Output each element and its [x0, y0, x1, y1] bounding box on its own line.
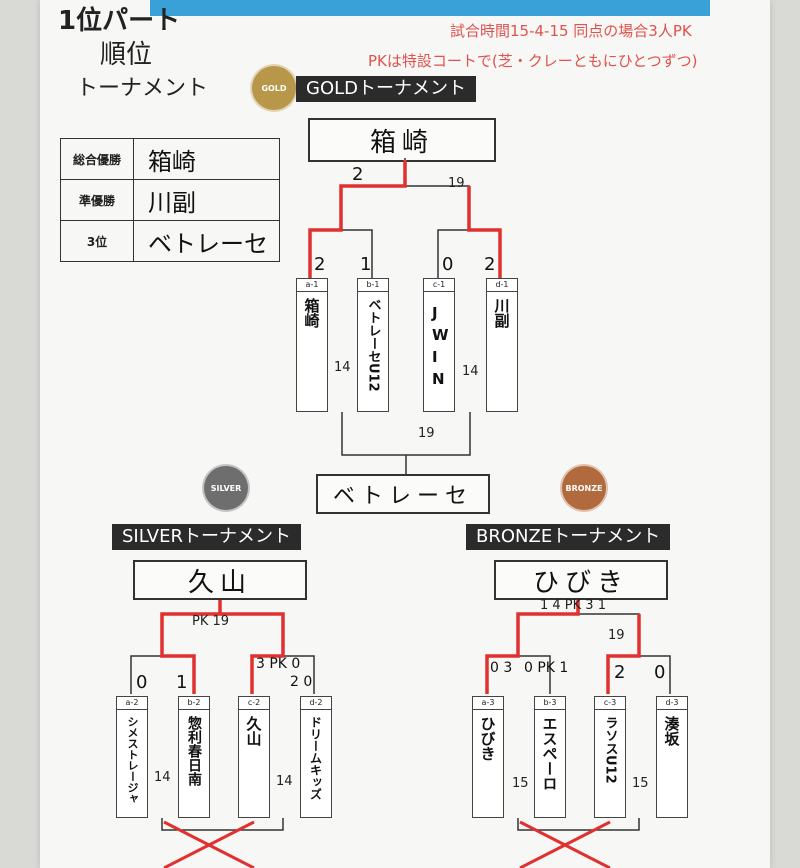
silver-tournament-title: SILVERトーナメント — [112, 524, 301, 550]
team-score: 1 — [360, 254, 372, 275]
team-card: a-3 ひびき — [472, 696, 504, 818]
gold-final-score: 2 — [352, 164, 364, 185]
team-name: ラソスU12 — [602, 716, 618, 784]
part-subtitle-rank: 順位 — [100, 40, 153, 70]
result-row: 3位 ベトレーセ — [60, 220, 280, 262]
silver-final-note: PK 19 — [192, 614, 230, 629]
team-card: c-2 久山 — [238, 696, 270, 818]
gold-final-note: 19 — [448, 176, 465, 191]
match-note: 14 — [154, 770, 171, 785]
team-name: シメストレージャ — [126, 716, 139, 804]
team-score: 2 0 — [290, 674, 313, 690]
team-card: d-1 川副 — [486, 278, 518, 412]
bronze-final-note: 1 4 PK 3 1 — [540, 598, 606, 613]
team-score: 2 — [314, 254, 326, 275]
match-note: 15 — [632, 776, 649, 791]
team-code: c-1 — [424, 279, 454, 292]
result-value: 箱崎 — [133, 138, 280, 180]
team-score: 0 — [136, 672, 148, 693]
team-score: 0 PK 1 — [524, 660, 569, 676]
gold-third-place-box: ベトレーセ — [316, 474, 490, 514]
match-note: 14 — [334, 360, 351, 375]
team-name: 箱崎 — [302, 298, 321, 328]
match-note: 19 — [418, 426, 435, 441]
result-value: ベトレーセ — [133, 220, 280, 262]
team-score: 2 — [614, 662, 626, 683]
team-code: c-3 — [595, 697, 625, 710]
gold-medal-icon: GOLD — [250, 64, 298, 112]
team-score: 2 — [484, 254, 496, 275]
team-score: 0 — [442, 254, 454, 275]
team-score: 0 3 — [490, 660, 513, 676]
gold-tournament-title: GOLDトーナメント — [296, 76, 477, 102]
team-code: c-2 — [239, 697, 269, 710]
team-code: b-1 — [358, 279, 388, 292]
team-score: 0 — [654, 662, 666, 683]
team-code: d-2 — [301, 697, 331, 710]
team-code: a-3 — [473, 697, 503, 710]
team-card: b-3 エスペーロ — [534, 696, 566, 818]
team-name: 湊坂 — [662, 716, 681, 746]
team-code: d-3 — [657, 697, 687, 710]
team-name: 久山 — [244, 716, 263, 746]
team-code: a-1 — [297, 279, 327, 292]
bronze-medal-icon: BRONZE — [560, 464, 608, 512]
team-card: a-1 箱崎 — [296, 278, 328, 412]
team-card: d-2 ドリームキッズ — [300, 696, 332, 818]
team-name: ドリームキッズ — [308, 716, 323, 800]
team-card: b-1 ベトレーセU12 — [357, 278, 389, 412]
team-code: b-2 — [179, 697, 209, 710]
rule-note-pk: PKは特設コートで(芝・クレーともにひとつずつ) — [368, 52, 698, 70]
team-code: a-2 — [117, 697, 147, 710]
match-note: 14 — [462, 364, 479, 379]
team-score: 1 — [176, 672, 188, 693]
match-note: 19 — [608, 628, 625, 643]
part-title: 1位パート — [58, 6, 181, 36]
team-card: b-2 惣利春日南 — [178, 696, 210, 818]
team-name: JWIN — [432, 304, 449, 388]
bronze-winner-box: ひびき — [494, 560, 668, 600]
team-code: b-3 — [535, 697, 565, 710]
result-row: 準優勝 川副 — [60, 179, 280, 221]
team-card: d-3 湊坂 — [656, 696, 688, 818]
team-name: 川副 — [492, 298, 511, 328]
team-score: 3 PK 0 — [256, 656, 301, 672]
team-name: 惣利春日南 — [186, 716, 202, 786]
team-name: ベトレーセU12 — [365, 298, 381, 392]
team-name: エスペーロ — [540, 716, 559, 791]
team-card: c-3 ラソスU12 — [594, 696, 626, 818]
team-card: c-1 JWIN — [423, 278, 455, 412]
results-table: 総合優勝 箱崎 準優勝 川副 3位 ベトレーセ — [60, 138, 280, 262]
part-subtitle-tournament: トーナメント — [76, 76, 209, 101]
result-value: 川副 — [133, 179, 280, 221]
team-name: ひびき — [478, 716, 497, 761]
rule-note-time: 試合時間15-4-15 同点の場合3人PK — [450, 22, 692, 40]
match-note: 14 — [276, 774, 293, 789]
result-row: 総合優勝 箱崎 — [60, 138, 280, 180]
result-label: 3位 — [60, 220, 134, 262]
team-card: a-2 シメストレージャ — [116, 696, 148, 818]
result-label: 準優勝 — [60, 179, 134, 221]
match-note: 15 — [512, 776, 529, 791]
bronze-tournament-title: BRONZEトーナメント — [466, 524, 671, 550]
silver-winner-box: 久山 — [133, 560, 307, 600]
gold-winner-box: 箱崎 — [308, 118, 496, 162]
team-code: d-1 — [487, 279, 517, 292]
result-label: 総合優勝 — [60, 138, 134, 180]
header-strip — [150, 0, 710, 16]
silver-medal-icon: SILVER — [202, 464, 250, 512]
